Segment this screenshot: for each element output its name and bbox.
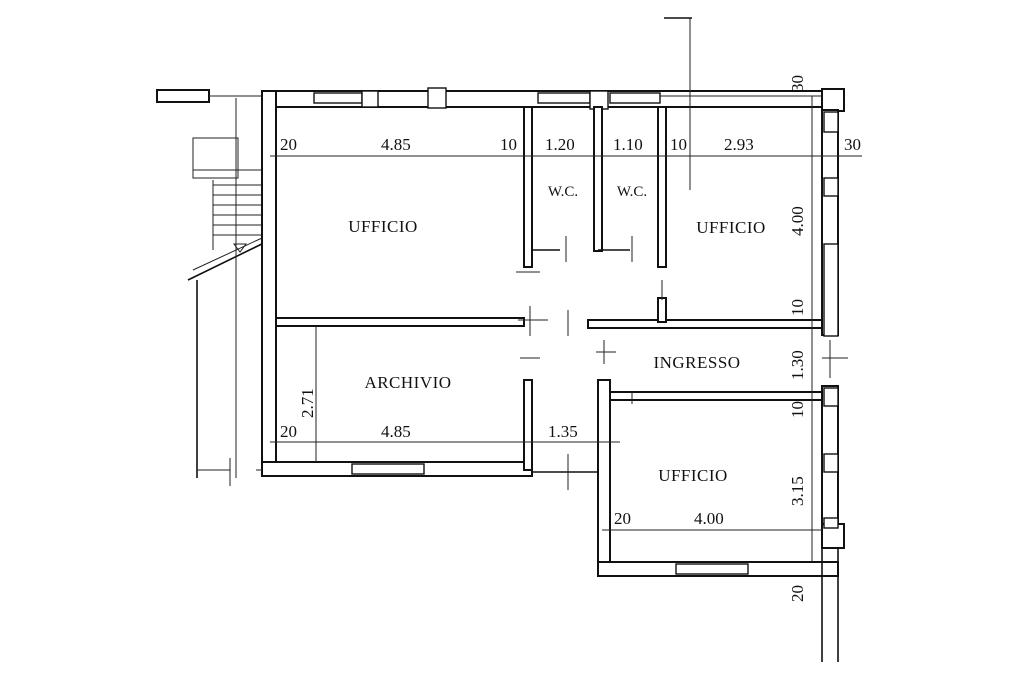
dim-wc-2-width: 1.10 bbox=[613, 135, 643, 154]
dim-bottom-right-wall: 20 bbox=[788, 585, 807, 602]
room-label-wc-1: W.C. bbox=[548, 184, 578, 200]
dim-ufficio-bottom-wall-left: 20 bbox=[614, 509, 631, 528]
exterior-wall-stub bbox=[156, 89, 210, 103]
dim-ufficio-bottom-height: 3.15 bbox=[788, 476, 807, 506]
dim-archivio-width: 4.85 bbox=[381, 422, 411, 441]
top-windows bbox=[313, 87, 822, 110]
dim-archivio-height: 2.71 bbox=[298, 388, 317, 418]
stairs bbox=[187, 98, 271, 486]
room-label-ingresso: INGRESSO bbox=[653, 353, 740, 372]
dim-outer-right-top: 30 bbox=[788, 75, 807, 92]
dim-ufficio-right-height: 4.00 bbox=[788, 206, 807, 236]
room-label-wc-2: W.C. bbox=[617, 184, 647, 200]
dim-archivio-wall-left: 20 bbox=[280, 422, 297, 441]
door-marks bbox=[516, 236, 848, 490]
room-label-archivio: ARCHIVIO bbox=[364, 373, 451, 392]
dim-top-wall-left: 20 bbox=[280, 135, 297, 154]
room-label-ufficio-right: UFFICIO bbox=[696, 218, 766, 237]
outer-walls bbox=[261, 88, 845, 662]
room-label-ufficio-left: UFFICIO bbox=[348, 217, 418, 236]
dim-partition-right: 10 bbox=[788, 299, 807, 316]
dim-ufficio-left-width: 4.85 bbox=[381, 135, 411, 154]
dim-wc-1-width: 1.20 bbox=[545, 135, 575, 154]
dim-ingresso-height: 1.30 bbox=[788, 350, 807, 380]
dim-partition-right-2: 10 bbox=[788, 401, 807, 418]
bottom-windows bbox=[256, 463, 749, 575]
room-label-ufficio-bottom: UFFICIO bbox=[658, 466, 728, 485]
dim-outer-top-right: 30 bbox=[844, 135, 861, 154]
dim-ufficio-right-width: 2.93 bbox=[724, 135, 754, 154]
dim-partition-1: 10 bbox=[500, 135, 517, 154]
interior-walls bbox=[275, 106, 823, 473]
dim-corridor-width: 1.35 bbox=[548, 422, 578, 441]
dim-partition-2: 10 bbox=[670, 135, 687, 154]
dim-ufficio-bottom-width: 4.00 bbox=[694, 509, 724, 528]
dimension-lines bbox=[270, 17, 862, 562]
right-windows bbox=[823, 111, 839, 529]
